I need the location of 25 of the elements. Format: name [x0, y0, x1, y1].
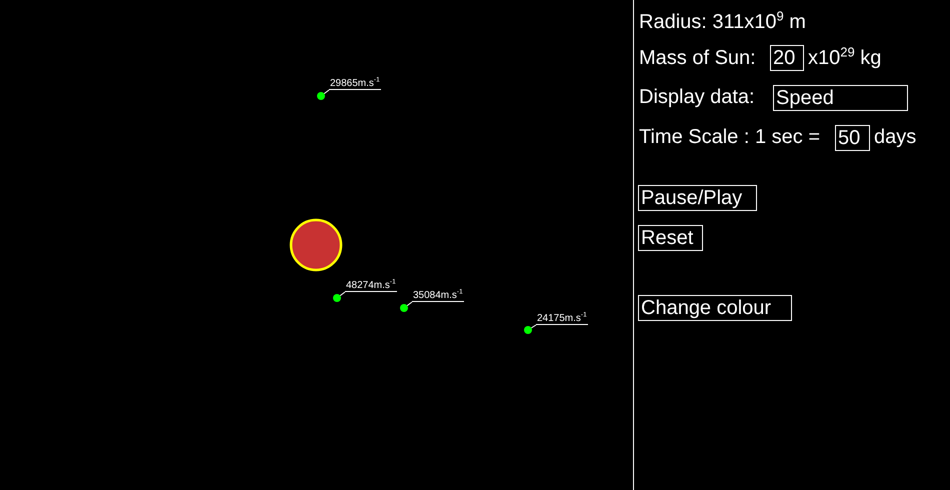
pause-play-button: Pause/Play — [638, 185, 757, 211]
radius-text: Radius: 311x10$^{9}$ m — [639, 9, 806, 35]
speed-label: 24175m.s$^{-1}$ — [536, 313, 588, 325]
sun-circle — [290, 218, 342, 272]
planet-dot — [317, 92, 325, 100]
planet-dot — [400, 304, 408, 312]
leader-line — [324, 90, 330, 94]
time-scale-label: Time Scale : 1 sec = — [639, 125, 820, 150]
speed-label: 35084m.s$^{-1}$ — [412, 290, 464, 302]
days-text: days — [874, 125, 916, 150]
leader-line — [340, 292, 346, 296]
reset-button: Reset — [638, 225, 703, 251]
time-scale-input-field: 50 — [835, 125, 870, 151]
mass-label: Mass of Sun: — [639, 46, 756, 71]
leader-line — [530, 324, 536, 328]
mass-input-field: 20 — [770, 45, 804, 71]
planet-dot — [333, 294, 341, 302]
display-data-field: Speed — [773, 85, 908, 111]
planet-dot — [524, 326, 532, 334]
speed-label: 48274m.s$^{-1}$ — [345, 280, 397, 292]
display-data-label: Display data: — [639, 85, 755, 110]
leader-line — [406, 302, 412, 306]
change-colour-button: Change colour — [638, 295, 792, 321]
mass-unit-text: x10$^{29}$ kg — [808, 45, 882, 71]
speed-label: 29865m.s$^{-1}$ — [329, 78, 381, 90]
